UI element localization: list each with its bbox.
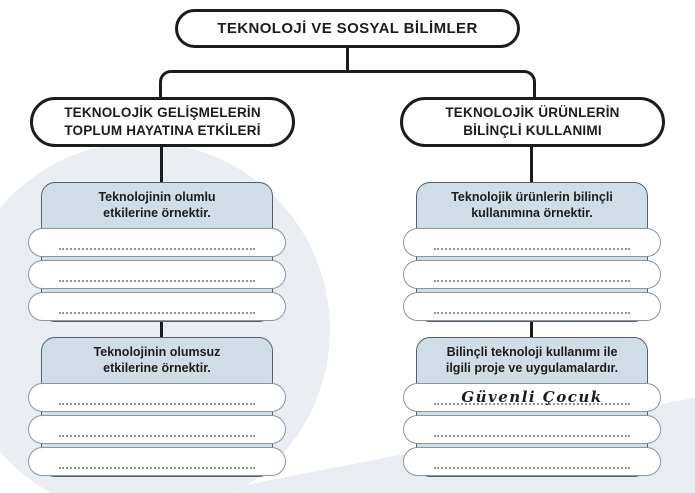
- answer-field[interactable]: [28, 260, 286, 289]
- group-header: Teknolojik ürünlerin bilinçli kullanımın…: [403, 182, 661, 225]
- answer-field[interactable]: [28, 415, 286, 444]
- branch-title-line: TOPLUM HAYATINA ETKİLERİ: [64, 123, 261, 138]
- branch-title-line: TEKNOLOJİK GELİŞMELERİN: [64, 105, 261, 121]
- group-header-line: Teknolojinin olumsuz: [93, 344, 221, 359]
- branch-node-left: TEKNOLOJİK GELİŞMELERİN TOPLUM HAYATINA …: [30, 97, 295, 147]
- branch-title-line: TEKNOLOJİK ÜRÜNLERİN: [445, 105, 620, 121]
- dotted-line: [59, 280, 255, 282]
- answer-field[interactable]: [403, 447, 661, 476]
- dotted-line: [434, 467, 630, 469]
- handwritten-answer: Güvenli Çocuk: [461, 388, 603, 406]
- connector-bracket: [159, 70, 536, 101]
- dotted-line: [59, 467, 255, 469]
- dotted-line: [59, 312, 255, 314]
- group-right-conscious-use: Teknolojik ürünlerin bilinçli kullanımın…: [403, 182, 661, 322]
- answer-field[interactable]: [28, 447, 286, 476]
- dotted-line: [59, 403, 255, 405]
- connector-left-group-stem: [160, 313, 163, 340]
- answer-field[interactable]: [403, 228, 661, 257]
- answer-field[interactable]: [403, 415, 661, 444]
- group-header-line: Teknolojinin olumlu: [98, 189, 216, 204]
- connector-right-group-stem: [530, 313, 533, 340]
- group-header: Teknolojinin olumlu etkilerine örnektir.: [28, 182, 286, 225]
- connector-right-header-stem: [530, 144, 533, 185]
- group-header-line: ilgili proje ve uygulamalardır.: [445, 361, 619, 375]
- group-left-positive-effects: Teknolojinin olumlu etkilerine örnektir.: [28, 182, 286, 322]
- dotted-line: [434, 248, 630, 250]
- root-node-label: TEKNOLOJİ VE SOSYAL BİLİMLER: [217, 20, 478, 37]
- group-header: Teknolojinin olumsuz etkilerine örnektir…: [28, 337, 286, 380]
- group-left-negative-effects: Teknolojinin olumsuz etkilerine örnektir…: [28, 337, 286, 477]
- answer-field[interactable]: Güvenli Çocuk: [403, 383, 661, 412]
- dotted-line: [434, 403, 630, 405]
- branch-node-right: TEKNOLOJİK ÜRÜNLERİN BİLİNÇLİ KULLANIMI: [400, 97, 665, 147]
- group-right-projects: Bilinçli teknoloji kullanımı ile ilgili …: [403, 337, 661, 477]
- group-header-line: kullanımına örnektir.: [471, 206, 593, 220]
- dotted-line: [59, 435, 255, 437]
- answer-field[interactable]: [28, 292, 286, 321]
- connector-root-stem: [346, 46, 349, 73]
- group-header-line: Teknolojik ürünlerin bilinçli: [451, 189, 613, 204]
- dotted-line: [59, 248, 255, 250]
- group-header-line: etkilerine örnektir.: [103, 361, 211, 375]
- dotted-line: [434, 280, 630, 282]
- answer-field[interactable]: [403, 260, 661, 289]
- answer-field[interactable]: [403, 292, 661, 321]
- root-node: TEKNOLOJİ VE SOSYAL BİLİMLER: [175, 9, 520, 48]
- group-header-line: etkilerine örnektir.: [103, 206, 211, 220]
- dotted-line: [434, 435, 630, 437]
- group-header-line: Bilinçli teknoloji kullanımı ile: [446, 344, 618, 359]
- answer-field[interactable]: [28, 228, 286, 257]
- branch-title-line: BİLİNÇLİ KULLANIMI: [463, 123, 602, 138]
- group-header: Bilinçli teknoloji kullanımı ile ilgili …: [403, 337, 661, 380]
- answer-field[interactable]: [28, 383, 286, 412]
- connector-left-header-stem: [160, 144, 163, 185]
- dotted-line: [434, 312, 630, 314]
